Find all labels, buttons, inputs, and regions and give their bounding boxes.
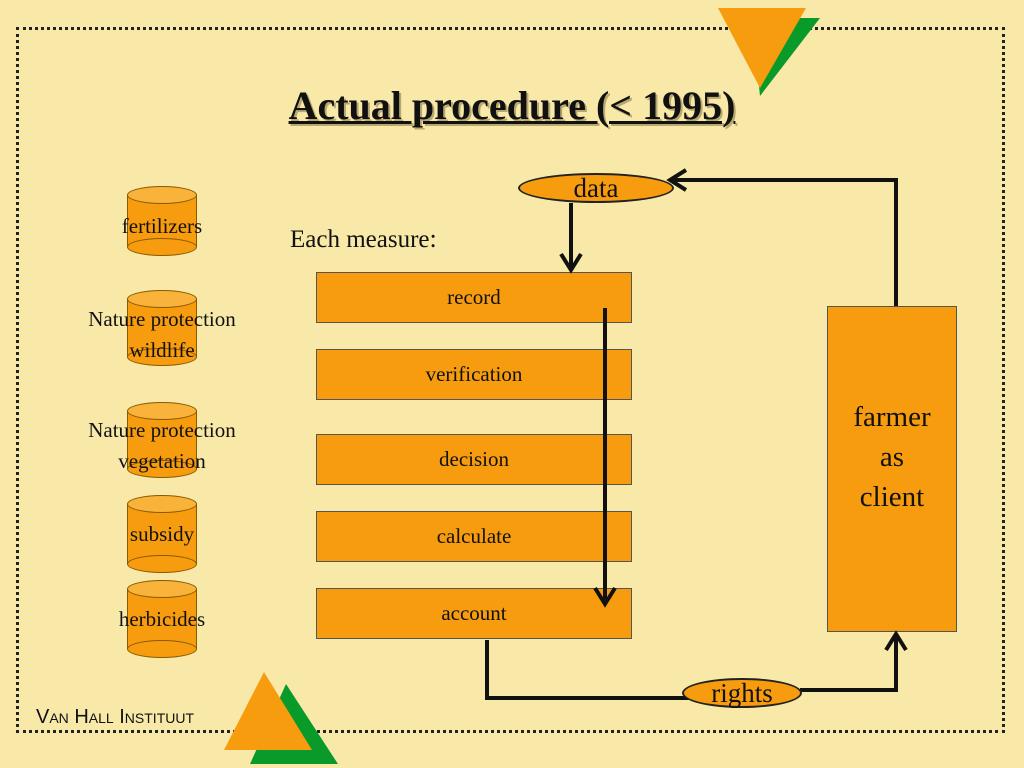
slide-frame: [16, 27, 1005, 733]
database-label: subsidy: [129, 522, 195, 546]
farmer-line: farmer: [853, 401, 931, 433]
farmer-line: as: [879, 441, 905, 473]
step-account: account: [316, 588, 632, 639]
arrow-account-to-rights: [485, 640, 690, 700]
step-verification: verification: [316, 349, 632, 400]
farmer-client-box: farmer as client: [827, 306, 957, 632]
step-record: record: [316, 272, 632, 323]
step-calculate: calculate: [316, 511, 632, 562]
arrowhead: [559, 252, 583, 274]
each-measure-label: Each measure:: [290, 224, 437, 253]
arrowhead: [884, 630, 908, 652]
database-label: Nature protection vegetation: [88, 418, 236, 473]
step-decision: decision: [316, 434, 632, 485]
database-cylinder-wildlife: [127, 290, 197, 366]
data-oval: data: [518, 173, 674, 203]
database-label: herbicides: [118, 607, 206, 631]
brand-name: Van Hall Instituut: [36, 706, 195, 728]
arrowhead: [593, 586, 617, 608]
rights-oval: rights: [682, 678, 802, 708]
database-cylinder-vegetation: [127, 402, 197, 478]
arrowhead: [666, 168, 688, 192]
database-label: Nature protection wildlife: [88, 307, 236, 362]
arrow-rights-to-farmer: [800, 634, 898, 692]
arrow-farmer-to-data: [672, 178, 898, 306]
slide-title: Actual procedure (< 1995): [288, 83, 736, 128]
database-label: fertilizers: [121, 214, 203, 238]
farmer-line: client: [859, 481, 925, 513]
database-cylinder-herbicides: [127, 580, 197, 658]
database-cylinder-fertilizers: [127, 186, 197, 256]
logo-top-right: [718, 8, 820, 96]
database-cylinder-subsidy: [127, 495, 197, 573]
logo-bottom: [224, 672, 338, 764]
